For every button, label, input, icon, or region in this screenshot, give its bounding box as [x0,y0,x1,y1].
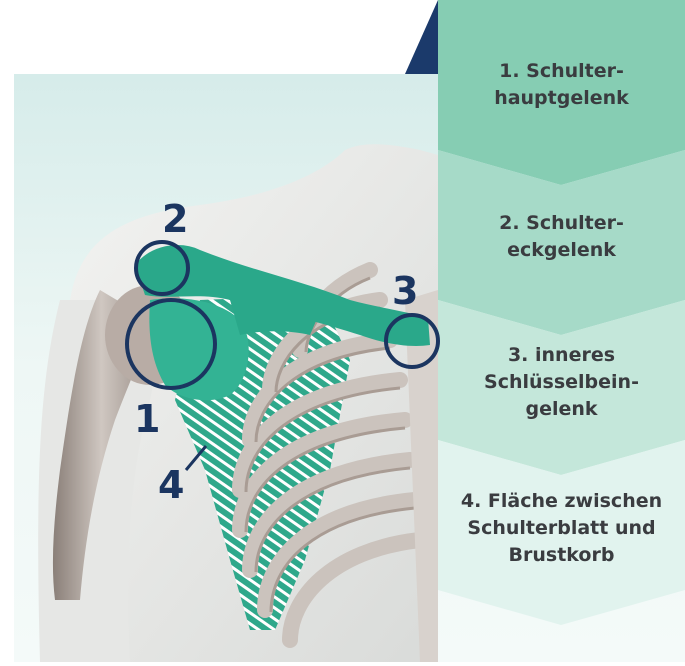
scapula-spine [230,298,325,335]
panel-2-label: 2. Schulter- eckgelenk [438,210,685,264]
panel-1-label: 1. Schulter- hauptgelenk [438,58,685,112]
marker-3-label: 3 [392,272,418,310]
marker-4-label: 4 [158,466,184,504]
panel-3-label: 3. inneres Schlüsselbein- gelenk [438,342,685,423]
marker-2-label: 2 [162,200,188,238]
panel-4-label: 4. Fläche zwischen Schulterblatt und Bru… [438,488,685,569]
navy-corner [405,0,438,74]
marker-1-label: 1 [134,400,160,438]
